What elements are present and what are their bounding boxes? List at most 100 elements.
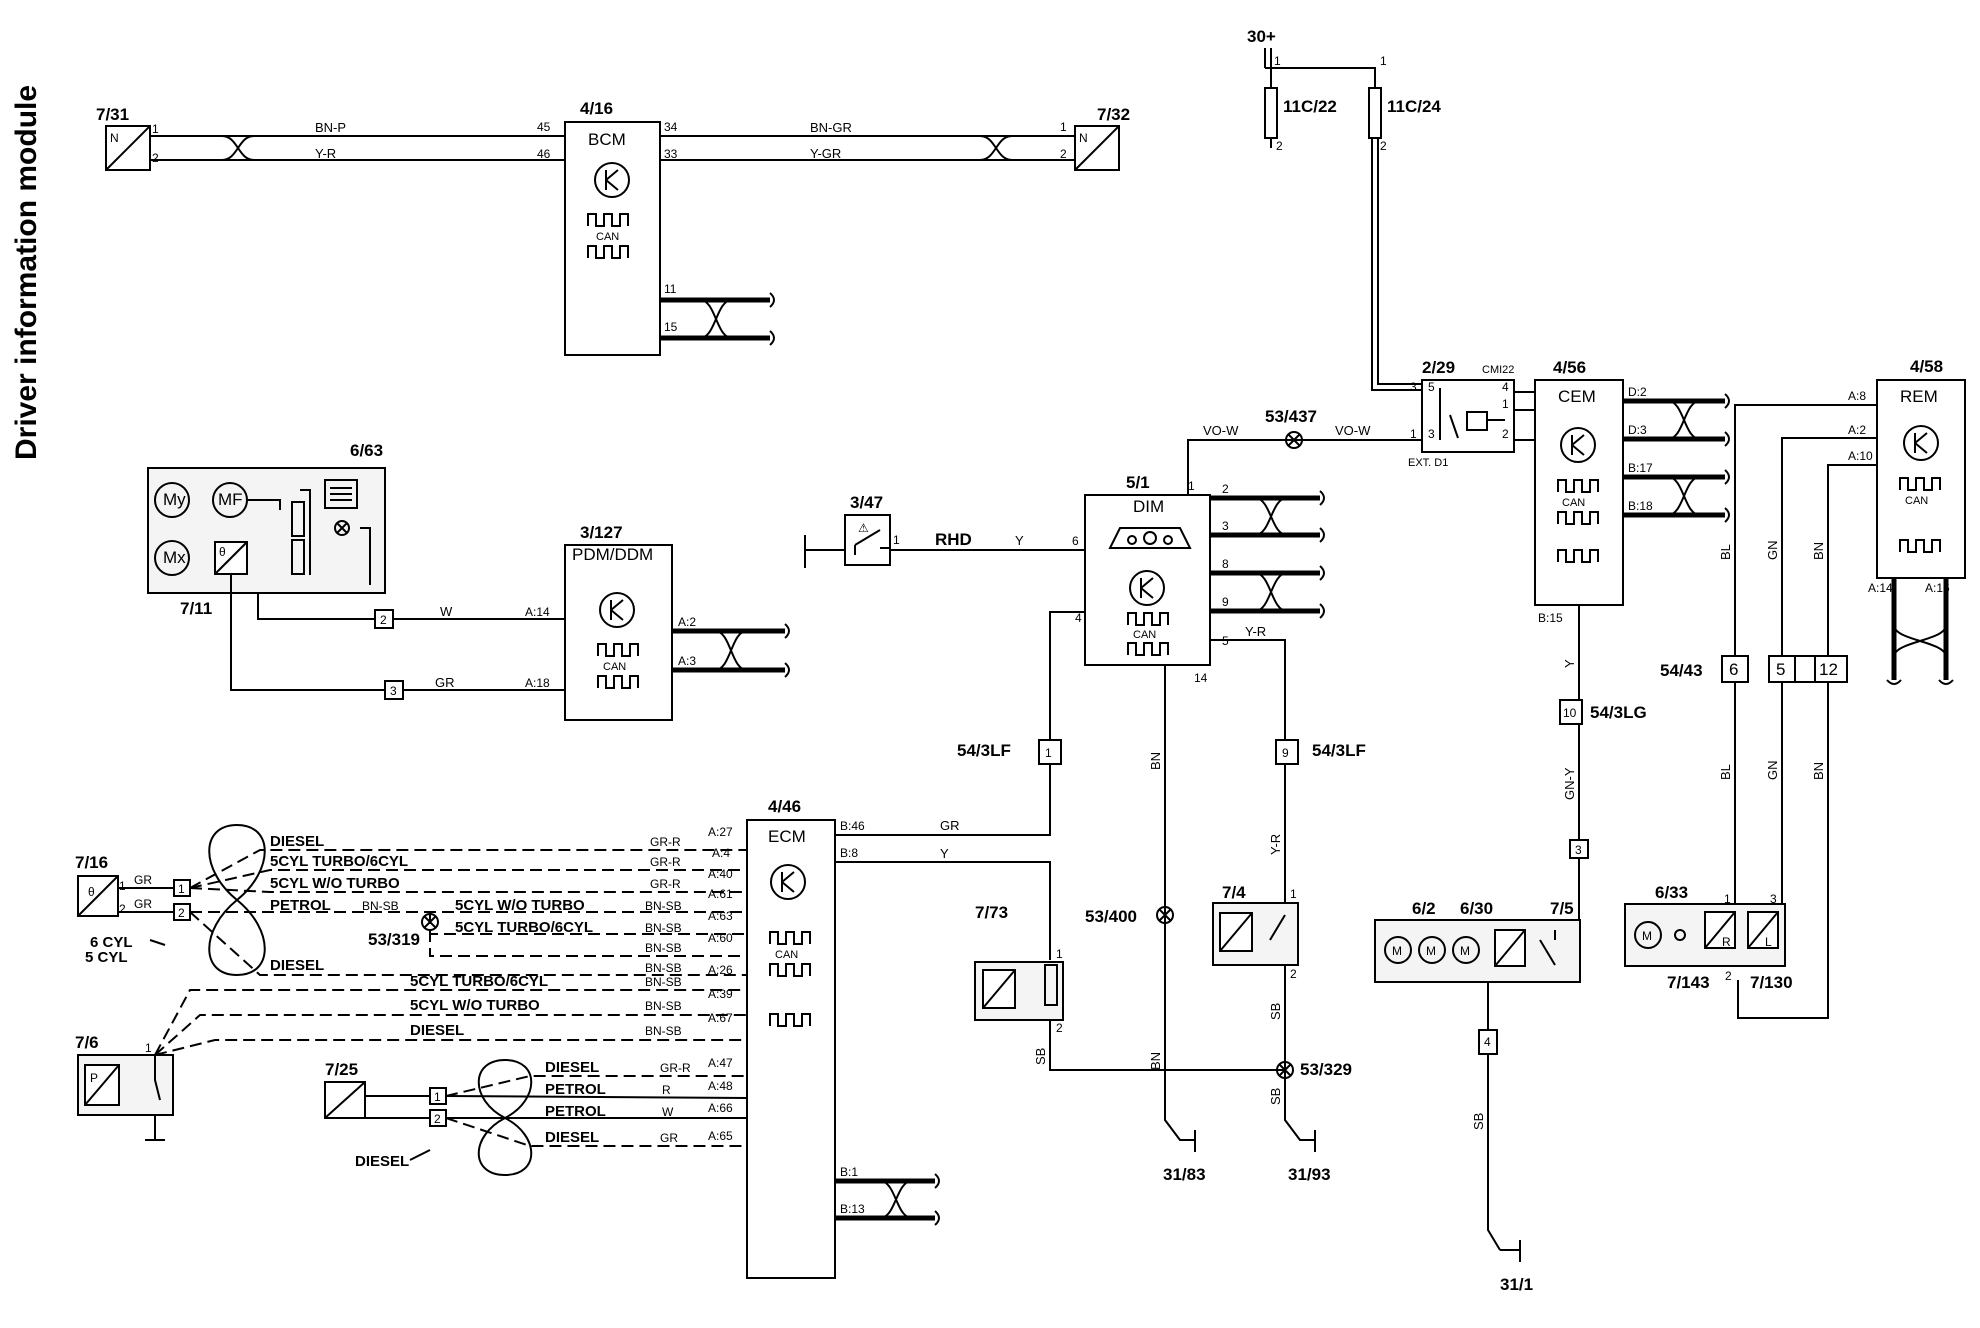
svg-text:SB: SB bbox=[1268, 1003, 1283, 1020]
svg-text:A:8: A:8 bbox=[1848, 389, 1866, 403]
label-7-11: 7/11 bbox=[180, 599, 212, 618]
svg-text:B:17: B:17 bbox=[1628, 461, 1653, 475]
wire-30-to-2-29 bbox=[1371, 138, 1422, 391]
svg-text:PETROL: PETROL bbox=[545, 1103, 606, 1120]
label-7-32: 7/32 bbox=[1097, 105, 1130, 124]
svg-text:B:46: B:46 bbox=[840, 819, 865, 833]
svg-text:2: 2 bbox=[119, 902, 126, 916]
svg-text:BN-P: BN-P bbox=[315, 120, 346, 135]
svg-text:B:15: B:15 bbox=[1538, 611, 1563, 625]
svg-text:A:2: A:2 bbox=[678, 615, 696, 629]
svg-text:A:61: A:61 bbox=[708, 887, 733, 901]
connector-7-32: 7/32 N bbox=[1074, 105, 1130, 171]
svg-text:Y-R: Y-R bbox=[1245, 624, 1266, 639]
svg-text:A:10: A:10 bbox=[1848, 449, 1873, 463]
svg-text:A:67: A:67 bbox=[708, 1011, 733, 1025]
svg-text:GN: GN bbox=[1765, 541, 1780, 561]
svg-text:A:3: A:3 bbox=[678, 654, 696, 668]
component-6-33: 6/33 M R L 1 3 2 7/143 7/130 bbox=[1624, 883, 1793, 992]
svg-text:MF: MF bbox=[218, 490, 243, 509]
splice-53-400 bbox=[1156, 906, 1174, 924]
wires-rem bbox=[1734, 404, 1877, 670]
svg-text:θ: θ bbox=[219, 545, 226, 559]
svg-text:PETROL: PETROL bbox=[270, 897, 331, 914]
svg-text:A:18: A:18 bbox=[525, 676, 550, 690]
label-3-47: 3/47 bbox=[850, 493, 883, 512]
svg-text:DIESEL: DIESEL bbox=[270, 833, 324, 850]
sensor-7-73: 7/73 1 2 bbox=[974, 903, 1064, 1035]
svg-text:7/73: 7/73 bbox=[975, 903, 1008, 922]
svg-text:5CYL TURBO/6CYL: 5CYL TURBO/6CYL bbox=[270, 853, 408, 870]
svg-text:9: 9 bbox=[1222, 595, 1229, 609]
svg-text:BN: BN bbox=[1811, 762, 1826, 780]
svg-text:4/56: 4/56 bbox=[1553, 358, 1586, 377]
svg-text:1: 1 bbox=[434, 1090, 441, 1104]
module-bcm: 4/16 BCM CAN bbox=[564, 99, 661, 356]
svg-text:R: R bbox=[662, 1083, 671, 1097]
svg-text:7/16: 7/16 bbox=[75, 853, 108, 872]
svg-text:PETROL: PETROL bbox=[545, 1081, 606, 1098]
svg-text:2: 2 bbox=[1380, 139, 1387, 153]
label-4-16: 4/16 bbox=[580, 99, 613, 118]
svg-text:GR-R: GR-R bbox=[650, 835, 681, 849]
wires-7-31-bcm bbox=[150, 135, 565, 161]
svg-text:2: 2 bbox=[1222, 482, 1229, 496]
k-symbol-icon bbox=[1903, 425, 1939, 461]
svg-text:CAN: CAN bbox=[603, 661, 626, 673]
svg-text:B:8: B:8 bbox=[840, 846, 858, 860]
svg-text:1: 1 bbox=[893, 533, 900, 547]
svg-text:GR: GR bbox=[435, 675, 455, 690]
svg-text:R: R bbox=[1722, 935, 1731, 949]
svg-text:6: 6 bbox=[1729, 660, 1738, 679]
ecm-can-bus bbox=[835, 1178, 935, 1221]
svg-text:7/4: 7/4 bbox=[1222, 883, 1246, 902]
svg-text:SB: SB bbox=[1471, 1113, 1486, 1130]
svg-text:2: 2 bbox=[1060, 147, 1067, 161]
svg-text:6: 6 bbox=[1072, 534, 1079, 548]
rem-can-bus bbox=[1891, 578, 1949, 680]
svg-text:1: 1 bbox=[1056, 947, 1063, 961]
svg-text:GR-R: GR-R bbox=[650, 855, 681, 869]
svg-text:N: N bbox=[110, 131, 119, 145]
svg-text:D:2: D:2 bbox=[1628, 385, 1647, 399]
svg-text:2: 2 bbox=[1276, 139, 1283, 153]
svg-text:54/3LG: 54/3LG bbox=[1590, 703, 1647, 722]
svg-text:P: P bbox=[90, 1071, 98, 1085]
svg-text:33: 33 bbox=[664, 147, 678, 161]
component-6-2-6-30-7-5: 6/2 6/30 7/5 M M M bbox=[1374, 899, 1581, 983]
switch-7-4: 7/4 1 2 bbox=[1212, 883, 1299, 981]
svg-text:1: 1 bbox=[1045, 746, 1052, 760]
svg-text:5CYL TURBO/6CYL: 5CYL TURBO/6CYL bbox=[455, 919, 593, 936]
svg-text:6/2: 6/2 bbox=[1412, 899, 1436, 918]
svg-text:Y-GR: Y-GR bbox=[810, 146, 841, 161]
svg-text:5: 5 bbox=[1776, 660, 1785, 679]
svg-text:BN: BN bbox=[1811, 542, 1826, 560]
twist-loop bbox=[208, 824, 266, 977]
svg-text:GR: GR bbox=[134, 873, 152, 887]
motor-icon bbox=[1384, 936, 1412, 964]
warning-icon: ⚠ bbox=[858, 521, 869, 535]
svg-text:DIM: DIM bbox=[1133, 497, 1164, 516]
svg-text:6/30: 6/30 bbox=[1460, 899, 1493, 918]
splice-53-437 bbox=[1285, 431, 1303, 449]
svg-text:5: 5 bbox=[1428, 380, 1435, 394]
wire-to-31-1 bbox=[1487, 880, 1580, 1251]
svg-text:2: 2 bbox=[1056, 1021, 1063, 1035]
svg-text:SB: SB bbox=[1033, 1048, 1048, 1065]
svg-text:7/130: 7/130 bbox=[1750, 973, 1793, 992]
svg-text:CAN: CAN bbox=[1133, 629, 1156, 641]
svg-text:2: 2 bbox=[1725, 969, 1732, 983]
svg-text:BL: BL bbox=[1718, 764, 1733, 780]
svg-text:CAN: CAN bbox=[596, 231, 619, 243]
svg-text:2: 2 bbox=[178, 906, 185, 920]
svg-text:GN: GN bbox=[1765, 761, 1780, 781]
svg-text:1: 1 bbox=[1380, 54, 1387, 68]
svg-text:CMI22: CMI22 bbox=[1482, 364, 1514, 376]
svg-text:3: 3 bbox=[1428, 427, 1435, 441]
svg-text:5CYL W/O TURBO: 5CYL W/O TURBO bbox=[455, 897, 585, 914]
svg-text:31/83: 31/83 bbox=[1163, 1165, 1206, 1184]
svg-text:REM: REM bbox=[1900, 387, 1938, 406]
svg-text:B:13: B:13 bbox=[840, 1202, 865, 1216]
motor-icon bbox=[1418, 936, 1446, 964]
svg-text:BN-SB: BN-SB bbox=[645, 899, 682, 913]
